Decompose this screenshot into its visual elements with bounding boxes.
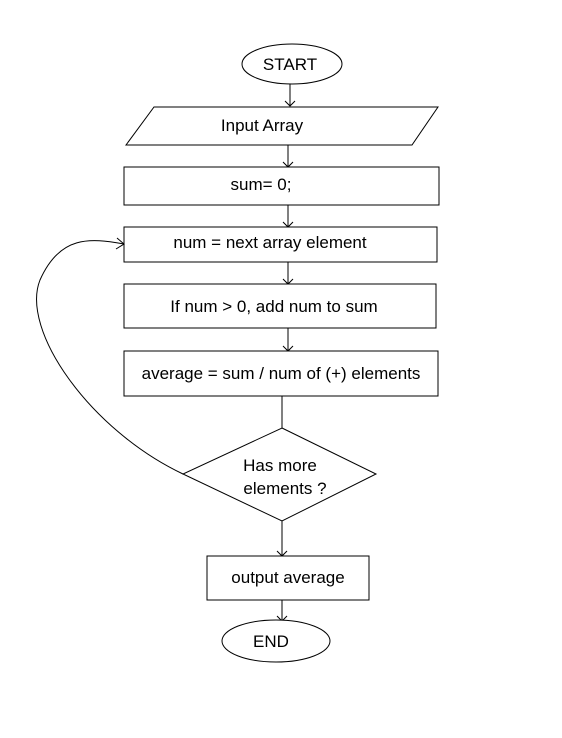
connector-input-to-init: [282, 145, 294, 168]
input-array-node: Input Array: [125, 106, 439, 146]
has-more-decision-node: Has more elements ?: [181, 427, 378, 522]
input-array-label: Input Array: [221, 116, 304, 135]
init-sum-node: sum= 0;: [123, 166, 440, 206]
has-more-label-line2: elements ?: [243, 479, 326, 498]
connector-init-to-next: [282, 205, 294, 228]
connector-decision-to-output: [276, 521, 288, 557]
end-node: END: [221, 619, 331, 663]
output-average-node: output average: [206, 555, 370, 601]
start-label: START: [263, 55, 317, 74]
output-average-label: output average: [231, 568, 344, 587]
add-positive-label: If num > 0, add num to sum: [170, 297, 377, 316]
start-node: START: [241, 43, 343, 85]
add-positive-node: If num > 0, add num to sum: [123, 283, 437, 329]
has-more-label-line1: Has more: [243, 456, 317, 475]
compute-average-node: average = sum / num of (+) elements: [123, 350, 439, 397]
end-label: END: [253, 632, 289, 651]
connector-add-to-average: [282, 328, 294, 352]
init-sum-label: sum= 0;: [231, 175, 292, 194]
loop-back-connector: [36, 237, 184, 475]
connector-start-to-input: [284, 84, 296, 107]
next-element-label: num = next array element: [173, 233, 367, 252]
next-element-node: num = next array element: [123, 226, 438, 263]
compute-average-label: average = sum / num of (+) elements: [142, 364, 421, 383]
connector-next-to-add: [282, 262, 294, 285]
connector-output-to-end: [276, 600, 288, 622]
